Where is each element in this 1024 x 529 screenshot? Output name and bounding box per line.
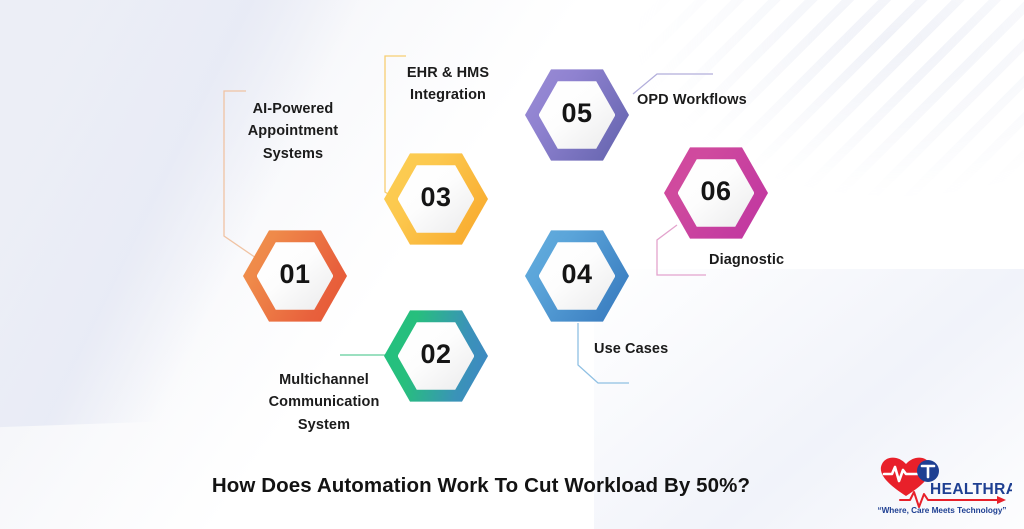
pulse-arrow-icon [899,491,1001,508]
page-title: How Does Automation Work To Cut Workload… [211,474,751,497]
hexagon-number-06: 06 [700,176,732,207]
logo-tagline: “Where, Care Meets Technology” [877,506,1006,515]
hexagon-number-05: 05 [561,98,593,129]
t-mark-icon [920,464,936,479]
step-label-01: AI-Powered Appointment Systems [247,101,339,162]
step-label-02: Multichannel Communication System [268,372,380,433]
hexagon-number-03: 03 [420,182,452,213]
hexagon-step-05[interactable]: 05 [525,69,629,161]
step-label-03: EHR & HMS Integration [406,65,490,104]
healthray-logo: HEALTHRAY “Where, Care Meets Technology” [872,448,1012,518]
pulse-line-inner [882,465,920,483]
hexagon-inner-03: 03 [397,165,475,233]
step-label-06: Diagnostic [709,252,785,268]
arrow-head-icon [997,496,1006,504]
hexagon-step-01[interactable]: 01 [243,230,347,322]
hexagon-step-04[interactable]: 04 [525,230,629,322]
hexagon-step-03[interactable]: 03 [384,153,488,245]
hexagon-step-06[interactable]: 06 [664,147,768,239]
hexagon-inner-05: 05 [538,81,616,149]
hexagon-number-01: 01 [279,259,311,290]
logo-svg: HEALTHRAY “Where, Care Meets Technology” [877,457,1012,515]
hexagon-inner-02: 02 [397,322,475,390]
hexagon-number-04: 04 [561,259,593,290]
hexagon-inner-01: 01 [256,242,334,310]
hexagon-inner-04: 04 [538,242,616,310]
logo-brand-name: HEALTHRAY [930,481,1012,498]
hexagon-inner-06: 06 [677,159,755,227]
hexagon-step-02[interactable]: 02 [384,310,488,402]
hexagon-number-02: 02 [420,339,452,370]
step-label-04: Use Cases [594,341,669,357]
step-label-05: OPD Workflows [637,92,747,108]
